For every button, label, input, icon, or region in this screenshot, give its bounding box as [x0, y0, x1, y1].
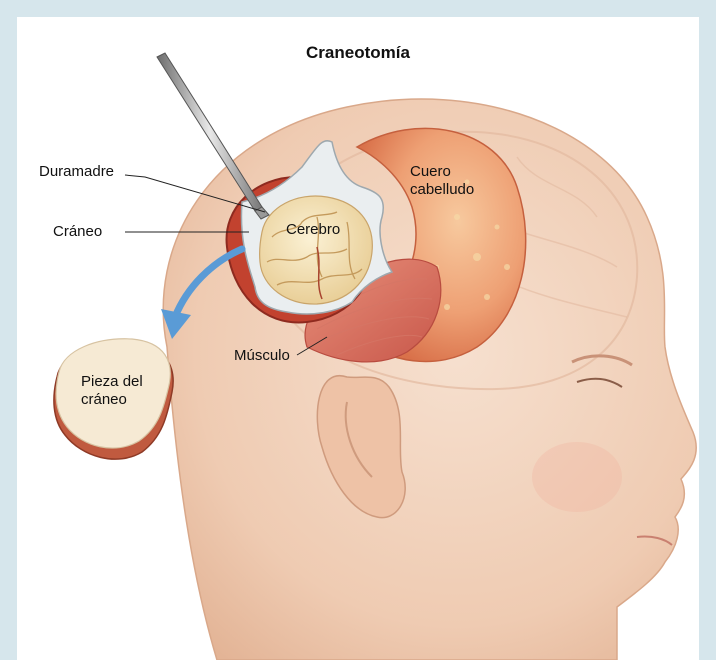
label-cuero-line1: Cuero — [410, 163, 451, 180]
illustration-panel: Craneotomía Duramadre Cráneo Cerebro Cue… — [17, 17, 699, 660]
label-pieza-line2: cráneo — [81, 391, 127, 408]
craniotomy-illustration — [17, 17, 699, 660]
label-cuero-line2: cabelludo — [410, 181, 474, 198]
label-craneo: Cráneo — [53, 223, 102, 240]
diagram-title: Craneotomía — [17, 43, 699, 63]
label-duramadre: Duramadre — [39, 163, 114, 180]
brain-exposed — [260, 196, 373, 304]
label-cerebro: Cerebro — [286, 221, 340, 238]
label-musculo: Músculo — [234, 347, 290, 364]
cheek — [532, 442, 622, 512]
label-pieza-line1: Pieza del — [81, 373, 143, 390]
